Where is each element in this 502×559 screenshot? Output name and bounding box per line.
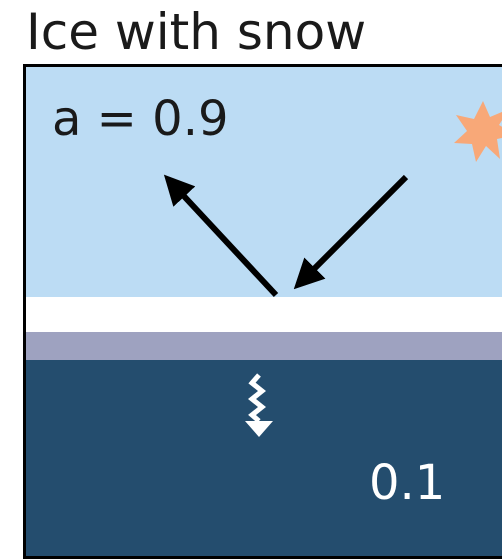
- incoming-radiation-arrow: [293, 174, 409, 290]
- ice-layer: [26, 332, 502, 360]
- snow-layer: [26, 297, 502, 332]
- transmitted-radiation-arrow: [245, 373, 273, 437]
- sun-icon: [454, 101, 502, 162]
- reflected-radiation-arrow: [163, 174, 279, 298]
- sky-layer: [26, 67, 502, 297]
- ice-with-snow-diagram: a = 0.9 0.1: [23, 64, 502, 559]
- diagram-title: Ice with snow: [26, 3, 367, 61]
- radiation-overlay: [163, 101, 502, 437]
- albedo-label: a = 0.9: [52, 91, 229, 147]
- water-layer: [26, 360, 502, 556]
- transmitted-fraction-label: 0.1: [369, 455, 446, 511]
